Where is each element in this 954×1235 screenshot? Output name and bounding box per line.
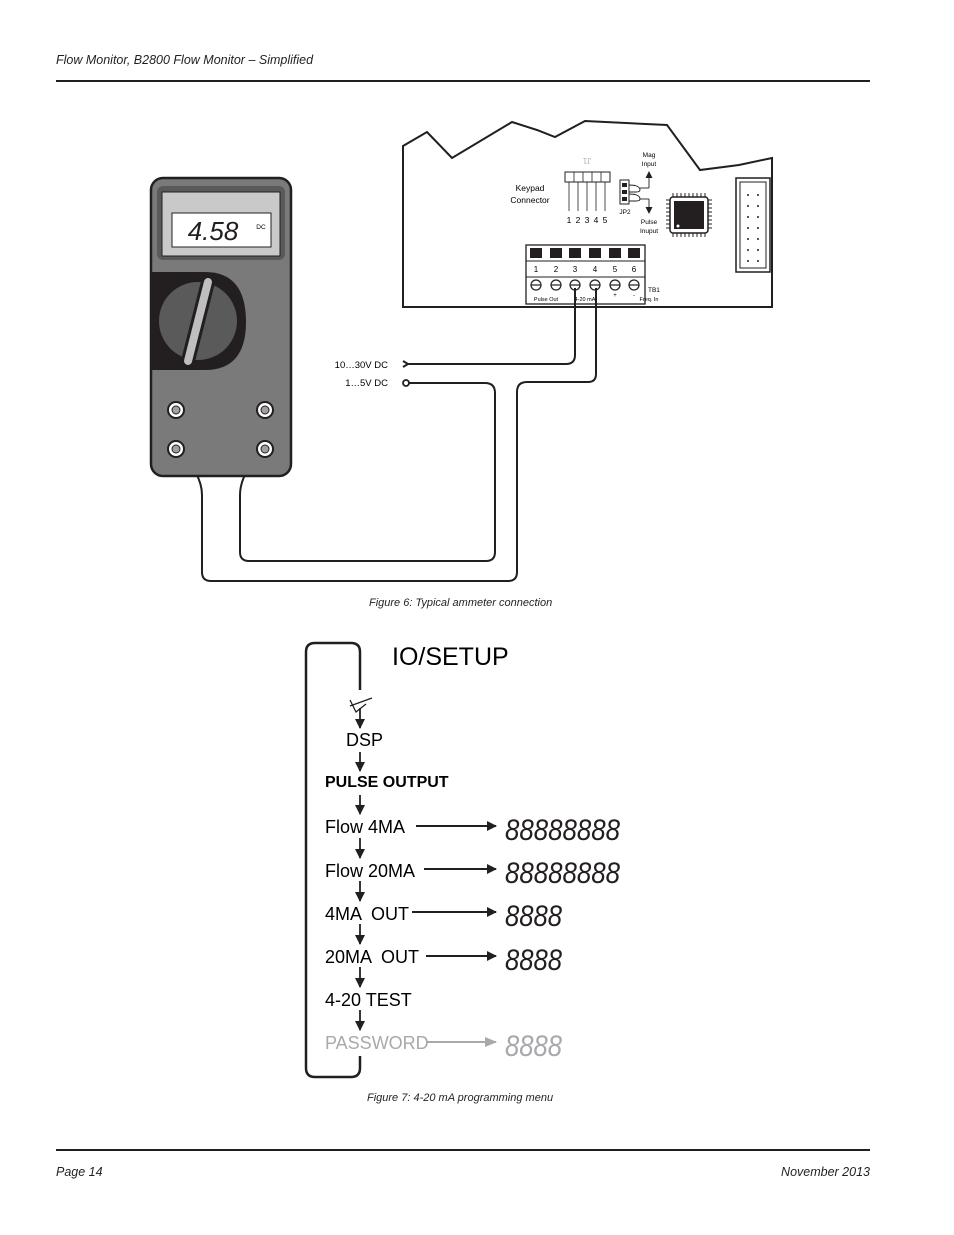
menu-item-pulse-output: PULSE OUTPUT — [325, 774, 449, 791]
password-display: 8888 — [505, 1030, 562, 1063]
menu-item-password: PASSWORD — [325, 1033, 429, 1053]
figure7-caption: Figure 7: 4-20 mA programming menu — [367, 1092, 554, 1104]
mag-label-line2: Input — [642, 161, 657, 168]
footer-rule — [56, 1149, 870, 1151]
keypad-connector: Keypad Connector J1 1 2 3 4 5 — [510, 156, 611, 225]
terminal-number-4: 4 — [593, 265, 598, 274]
flow-20ma-display: 88888888 — [505, 857, 620, 890]
jumper-jp2: Mag Input JP2 Pulse Inuput — [619, 152, 658, 235]
keypad-pin-1: 1 — [567, 215, 572, 225]
terminal-number-5: 5 — [613, 265, 618, 274]
terminal-block-tb1: 1 2 3 4 5 6 TB1 Pulse Out 4-20 mA + - Fr… — [525, 244, 660, 305]
multimeter-icon: 4.58 DC — [149, 176, 293, 478]
keypad-pin-4: 4 — [594, 215, 599, 225]
keypad-label-line2: Connector — [510, 195, 549, 205]
jp2-label: JP2 — [619, 209, 631, 216]
menu-item-flow-20ma: Flow 20MA — [325, 861, 415, 881]
circuit-board-outline — [402, 119, 773, 308]
page-number: Page 14 — [56, 1165, 103, 1179]
keypad-label-line1: Keypad — [516, 183, 545, 193]
running-header: Flow Monitor, B2800 Flow Monitor – Simpl… — [56, 53, 314, 67]
terminal-label-4-20ma: 4-20 mA — [575, 297, 596, 303]
terminal-number-3: 3 — [573, 265, 578, 274]
terminal-number-2: 2 — [554, 265, 559, 274]
figure6-caption: Figure 6: Typical ammeter connection — [369, 597, 553, 609]
keypad-pin-5: 5 — [603, 215, 608, 225]
menu-item-4ma-out: 4MA OUT — [325, 904, 409, 924]
menu-loop-bracket — [304, 641, 362, 1079]
ammeter-connection-figure: Keypad Connector J1 1 2 3 4 5 Mag In — [149, 119, 773, 582]
header-rule — [56, 80, 870, 82]
keypad-pin-2: 2 — [576, 215, 581, 225]
publication-date: November 2013 — [781, 1165, 870, 1179]
programming-menu-figure: IO/SETUP DSP PULSE OUTPUT Flow 4MA Flow … — [304, 641, 620, 1079]
pulse-label-line1: Pulse — [641, 219, 658, 226]
terminal-number-1: 1 — [534, 265, 539, 274]
supply-low-label: 1…5V DC — [345, 378, 388, 389]
loop-break-icon — [349, 697, 373, 714]
terminal-label-pulse-out: Pulse Out — [534, 297, 559, 303]
ribbon-header-connector — [735, 177, 771, 273]
meter-reading: 4.58 — [188, 216, 239, 246]
terminal-label-minus: - — [633, 293, 635, 299]
menu-title: IO/SETUP — [392, 643, 509, 671]
menu-item-dsp: DSP — [346, 730, 383, 750]
terminal-number-6: 6 — [632, 265, 637, 274]
connection-wires — [175, 288, 597, 582]
supply-high-terminal-icon — [402, 360, 410, 368]
20ma-out-display: 8888 — [505, 944, 562, 977]
microcontroller-chip-icon — [666, 193, 712, 237]
menu-item-flow-4ma: Flow 4MA — [325, 817, 405, 837]
4ma-out-display: 8888 — [505, 900, 562, 933]
supply-high-label: 10…30V DC — [335, 360, 388, 371]
flow-4ma-display: 88888888 — [505, 814, 620, 847]
meter-unit: DC — [256, 224, 266, 231]
pulse-label-line2: Inuput — [640, 228, 658, 235]
menu-item-4-20-test: 4-20 TEST — [325, 990, 412, 1010]
supply-low-terminal-icon — [402, 379, 410, 387]
terminal-label-plus: + — [613, 293, 617, 299]
j1-label: J1 — [582, 156, 591, 165]
terminal-label-freq-in: Freq. In — [640, 297, 659, 303]
tb1-label: TB1 — [648, 287, 660, 294]
mag-label-line1: Mag — [643, 152, 656, 159]
menu-item-20ma-out: 20MA OUT — [325, 947, 419, 967]
keypad-pin-3: 3 — [585, 215, 590, 225]
